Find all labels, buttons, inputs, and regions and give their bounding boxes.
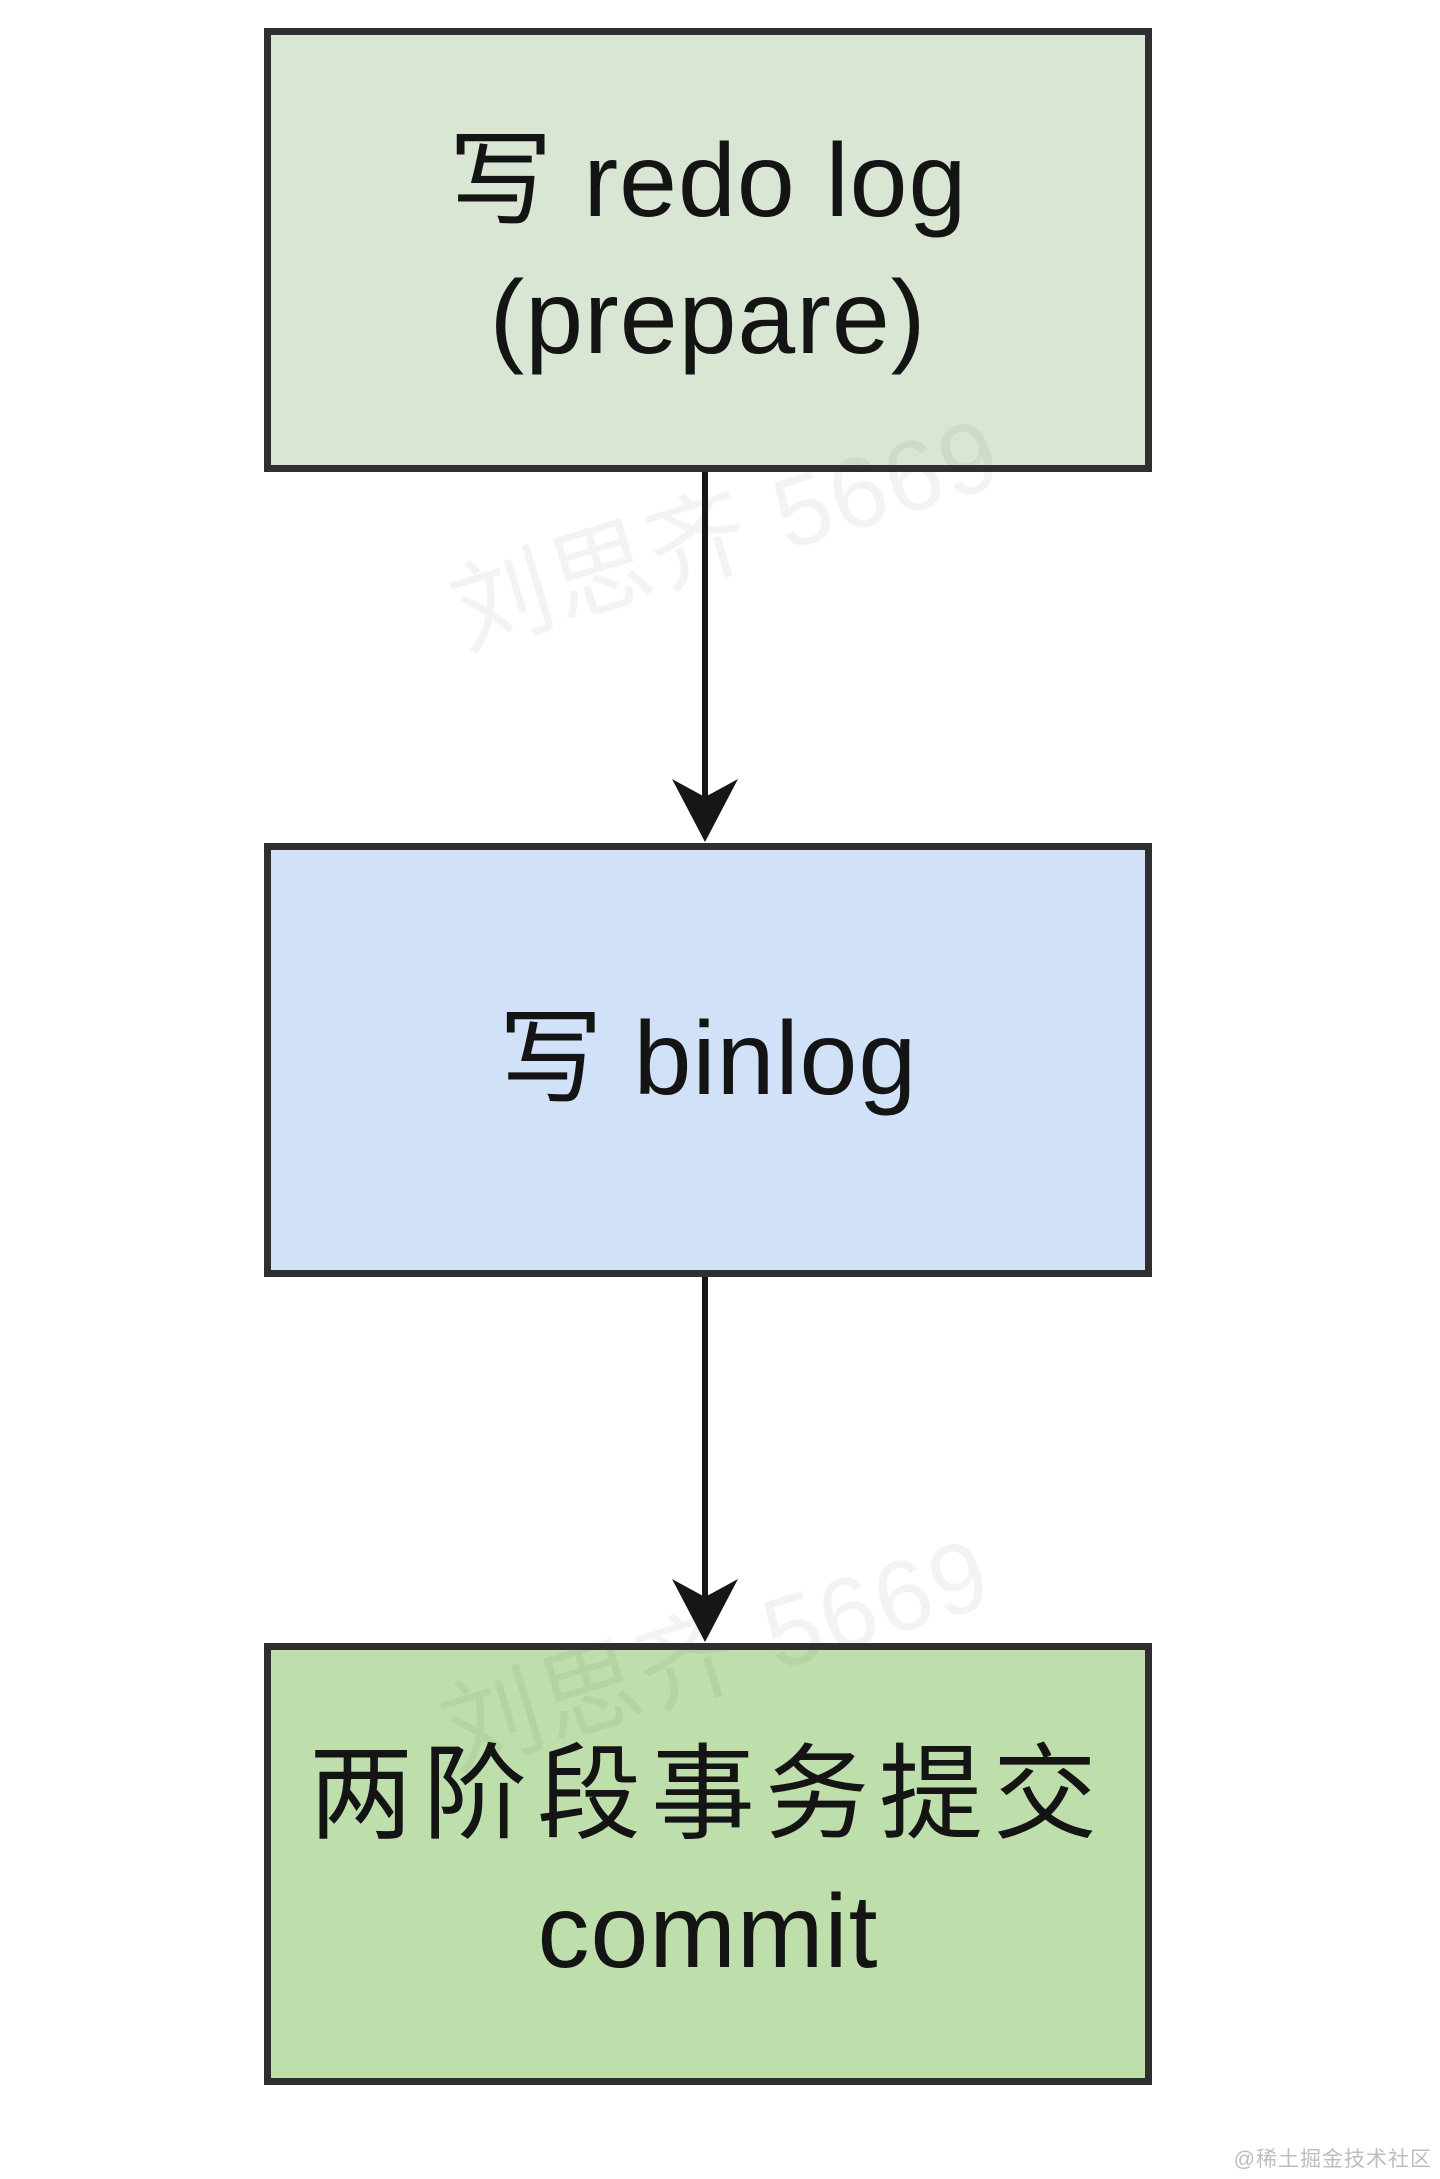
arrow-binlog-to-commit [669,1277,741,1643]
node-write-binlog-label: 写 binlog [499,991,917,1128]
arrowhead-down-icon [672,779,738,842]
node-write-binlog-line1: 写 binlog [498,1001,918,1118]
node-two-phase-commit: 两阶段事务提交 commit [264,1643,1152,2085]
site-watermark: @稀土掘金技术社区 [1233,2148,1432,2171]
node-two-phase-commit-line1: 两阶段事务提交 [308,1736,1107,1853]
node-write-redo-log-line2: (prepare) [489,260,927,376]
arrow-binlog-to-commit-graphic [672,1277,738,1642]
node-write-redo-log: 写 redo log (prepare) [264,28,1152,472]
node-write-binlog: 写 binlog [264,843,1152,1277]
arrow-redo-to-binlog [669,472,741,843]
node-write-redo-log-line1: 写 redo log [448,122,968,239]
arrowhead-down-icon [672,1579,738,1642]
arrow-redo-to-binlog-graphic [672,472,738,842]
node-write-redo-log-label: 写 redo log (prepare) [449,113,968,388]
node-two-phase-commit-line2: commit [537,1874,879,1990]
node-two-phase-commit-label: 两阶段事务提交 commit [309,1727,1107,2002]
